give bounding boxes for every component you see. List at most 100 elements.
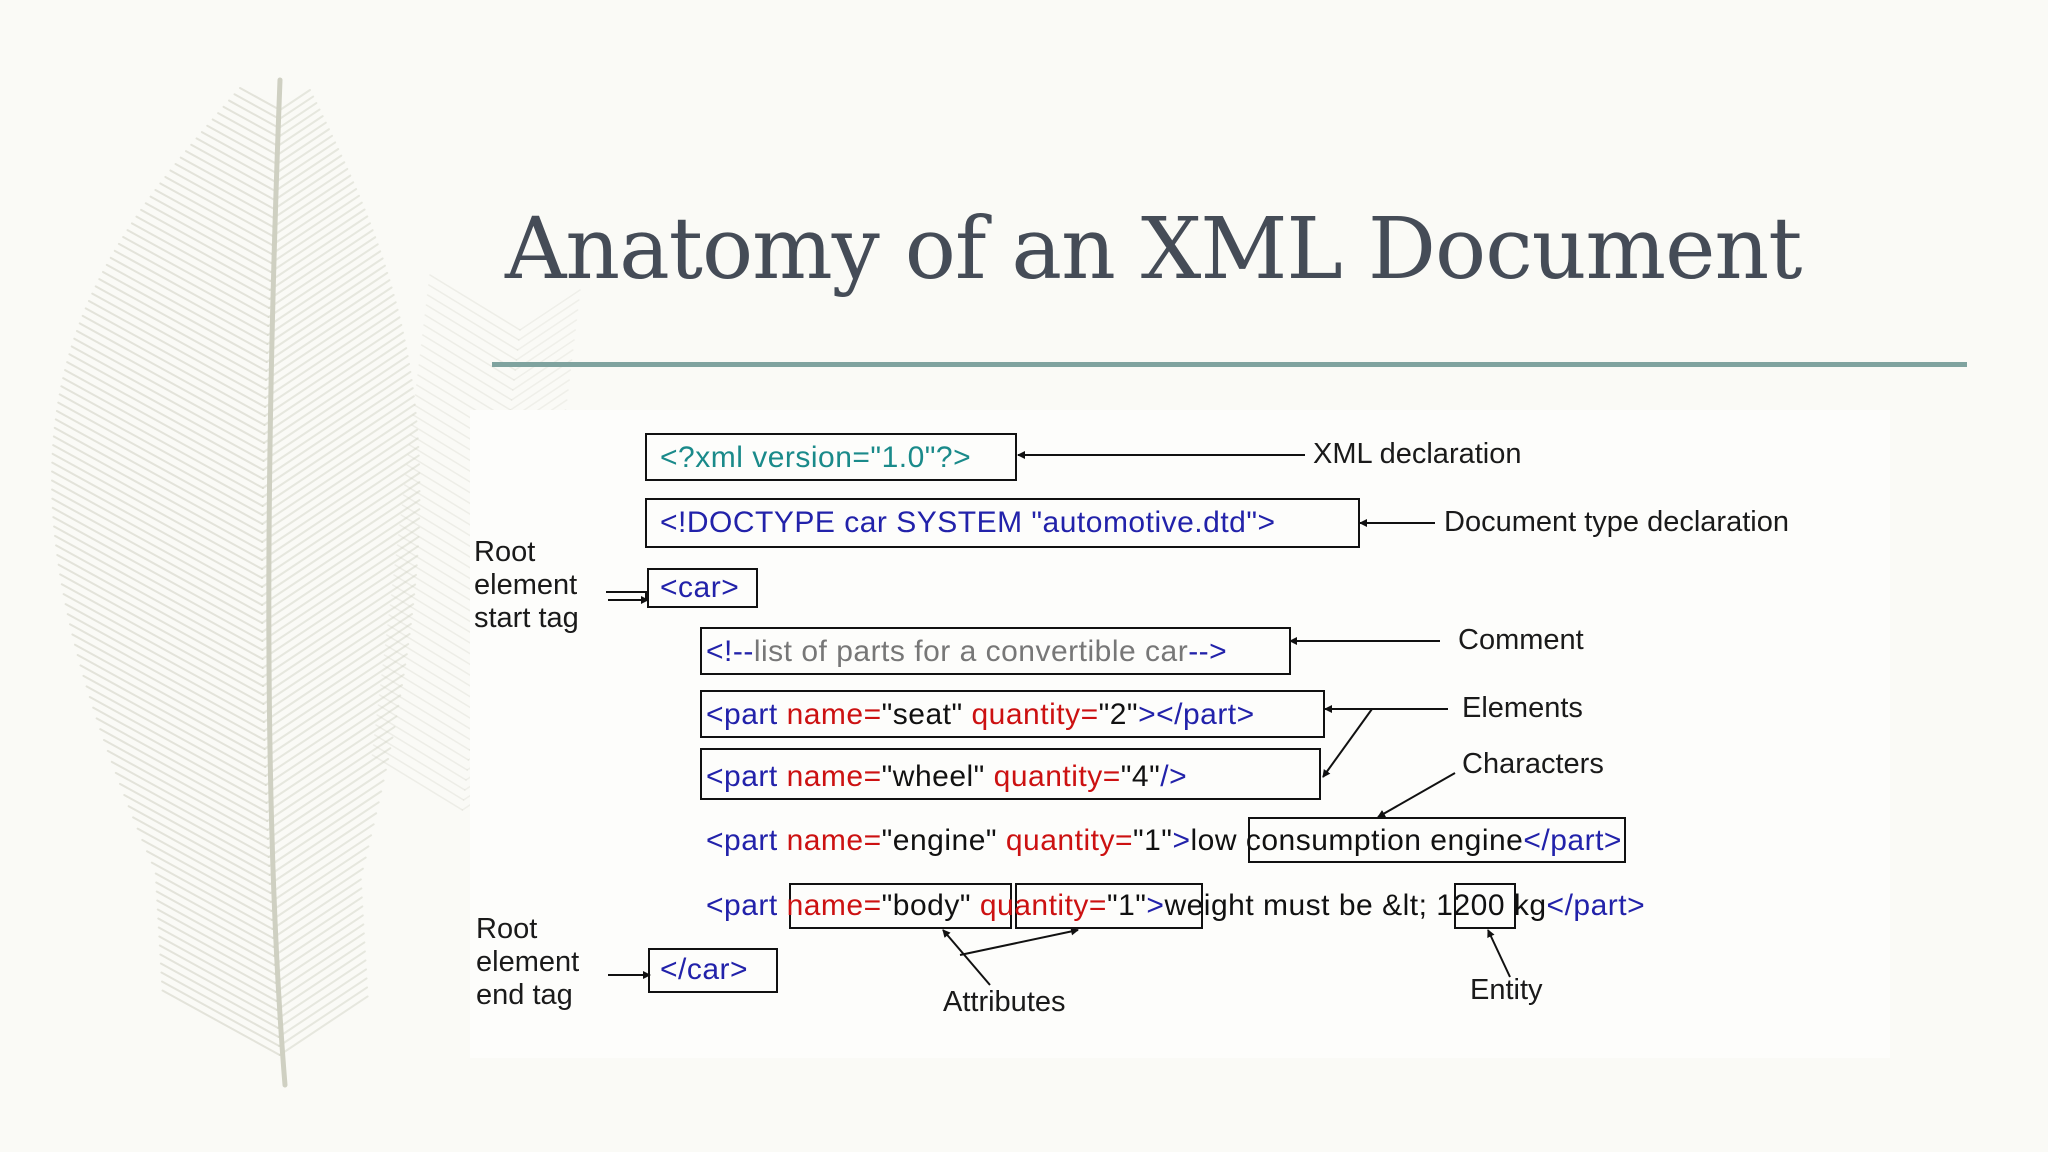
box-entity [1454, 883, 1516, 929]
feather-barb [158, 944, 279, 1011]
arrow-elements-wheel [1322, 708, 1373, 778]
feather-barb [155, 890, 275, 957]
feather-barb [267, 768, 387, 849]
feather-barb [424, 314, 516, 371]
feather-barb [269, 208, 366, 273]
feather-barb [264, 673, 405, 768]
feather-barb [161, 989, 281, 1056]
feather-barb [261, 428, 419, 534]
feather-barb [380, 684, 472, 741]
feather-barb [54, 418, 264, 534]
feather-barb [110, 760, 270, 849]
feather-barb [117, 242, 270, 327]
feather-barb [58, 393, 264, 507]
feather-barb [102, 739, 269, 831]
code-part-wheel: <part name="wheel" quantity="4"/> [706, 760, 1188, 793]
box-characters [1248, 817, 1626, 863]
box-car-close [648, 948, 778, 993]
feather-barb [164, 175, 274, 237]
feather-barb [383, 654, 476, 711]
box-attr-quantity [1015, 883, 1203, 929]
feather-barb [155, 881, 275, 948]
feather-barb [272, 174, 352, 228]
feather-barb [149, 195, 273, 264]
label-comment: Comment [1458, 624, 1584, 656]
feather-barb [393, 574, 485, 631]
feather-barb [154, 189, 273, 255]
feather-barb [267, 243, 379, 318]
feather-barb [518, 299, 580, 341]
feather-barb [91, 292, 267, 390]
feather-barb [381, 674, 473, 731]
feather-barb [277, 102, 318, 129]
feather-barb [265, 704, 400, 795]
feather-barb [130, 222, 271, 300]
feather-barb [262, 370, 412, 471]
feather-barb [160, 971, 280, 1038]
feather-barb [233, 93, 281, 120]
feather-barb [64, 369, 265, 480]
feather-barb [269, 812, 378, 885]
box-car-open [647, 568, 758, 608]
feather-barb [276, 959, 367, 1020]
label-root-start-2: element [474, 569, 578, 601]
feather-barb [392, 584, 484, 641]
feather-barb [144, 202, 272, 273]
feather-barb [92, 706, 268, 804]
label-root-end-1: Root [476, 913, 538, 945]
code-part-body: <part name="body" quantity="1">weight mu… [706, 889, 1646, 922]
feather-barb [261, 454, 420, 561]
feather-barb [94, 285, 267, 381]
feather-barb [184, 150, 276, 201]
feather-barb [60, 385, 264, 498]
feather-barb [127, 805, 272, 885]
label-entity: Entity [1470, 974, 1543, 1006]
feather-barb [268, 222, 371, 291]
feather-barb [384, 644, 477, 701]
feather-barb [268, 801, 380, 876]
feather-barb [428, 284, 520, 341]
label-attributes: Attributes [943, 986, 1066, 1018]
feather-barb [60, 583, 265, 696]
feather-barb [99, 728, 269, 822]
feather-barb [263, 663, 407, 759]
feather-barb [156, 899, 276, 966]
code-part-seat: <part name="seat" quantity="2"></part> [706, 698, 1255, 731]
feather-barb [69, 623, 266, 732]
title-underline [492, 362, 1967, 367]
feather-barb [274, 141, 337, 183]
arrow-characters [1377, 772, 1456, 818]
feather-barb [389, 604, 482, 661]
xml-anatomy-diagram [470, 410, 1890, 1058]
feather-barb [156, 908, 276, 975]
feather-barb [261, 411, 417, 516]
feather-barb [54, 534, 264, 651]
feather-barb [277, 108, 321, 138]
feather-barb [263, 331, 404, 426]
feather-barb [53, 525, 264, 642]
feather-barb [56, 554, 264, 669]
feather-barb [262, 613, 414, 714]
feather-barb [261, 545, 419, 651]
feather-barb [55, 410, 264, 525]
feather-barb [73, 643, 266, 750]
feather-barb [88, 696, 268, 795]
label-elements: Elements [1462, 692, 1583, 724]
feather-barb [159, 962, 280, 1029]
feather-barb [264, 316, 401, 408]
feather-barb [274, 147, 340, 192]
box-seat-element [700, 690, 1325, 738]
feather-barb [276, 121, 327, 156]
arrow-attributes-name [942, 929, 991, 986]
feather-barb [378, 694, 471, 751]
feather-barb [174, 163, 275, 219]
feather-barb [266, 257, 384, 336]
feather-barb [262, 355, 409, 453]
feather-barb [272, 896, 363, 957]
feather-barb [513, 339, 575, 381]
feather-barb [275, 941, 366, 1002]
feather-barb [132, 816, 272, 894]
feather-barb [265, 279, 391, 363]
feather-barb [262, 379, 413, 480]
feather-barb [222, 105, 280, 138]
